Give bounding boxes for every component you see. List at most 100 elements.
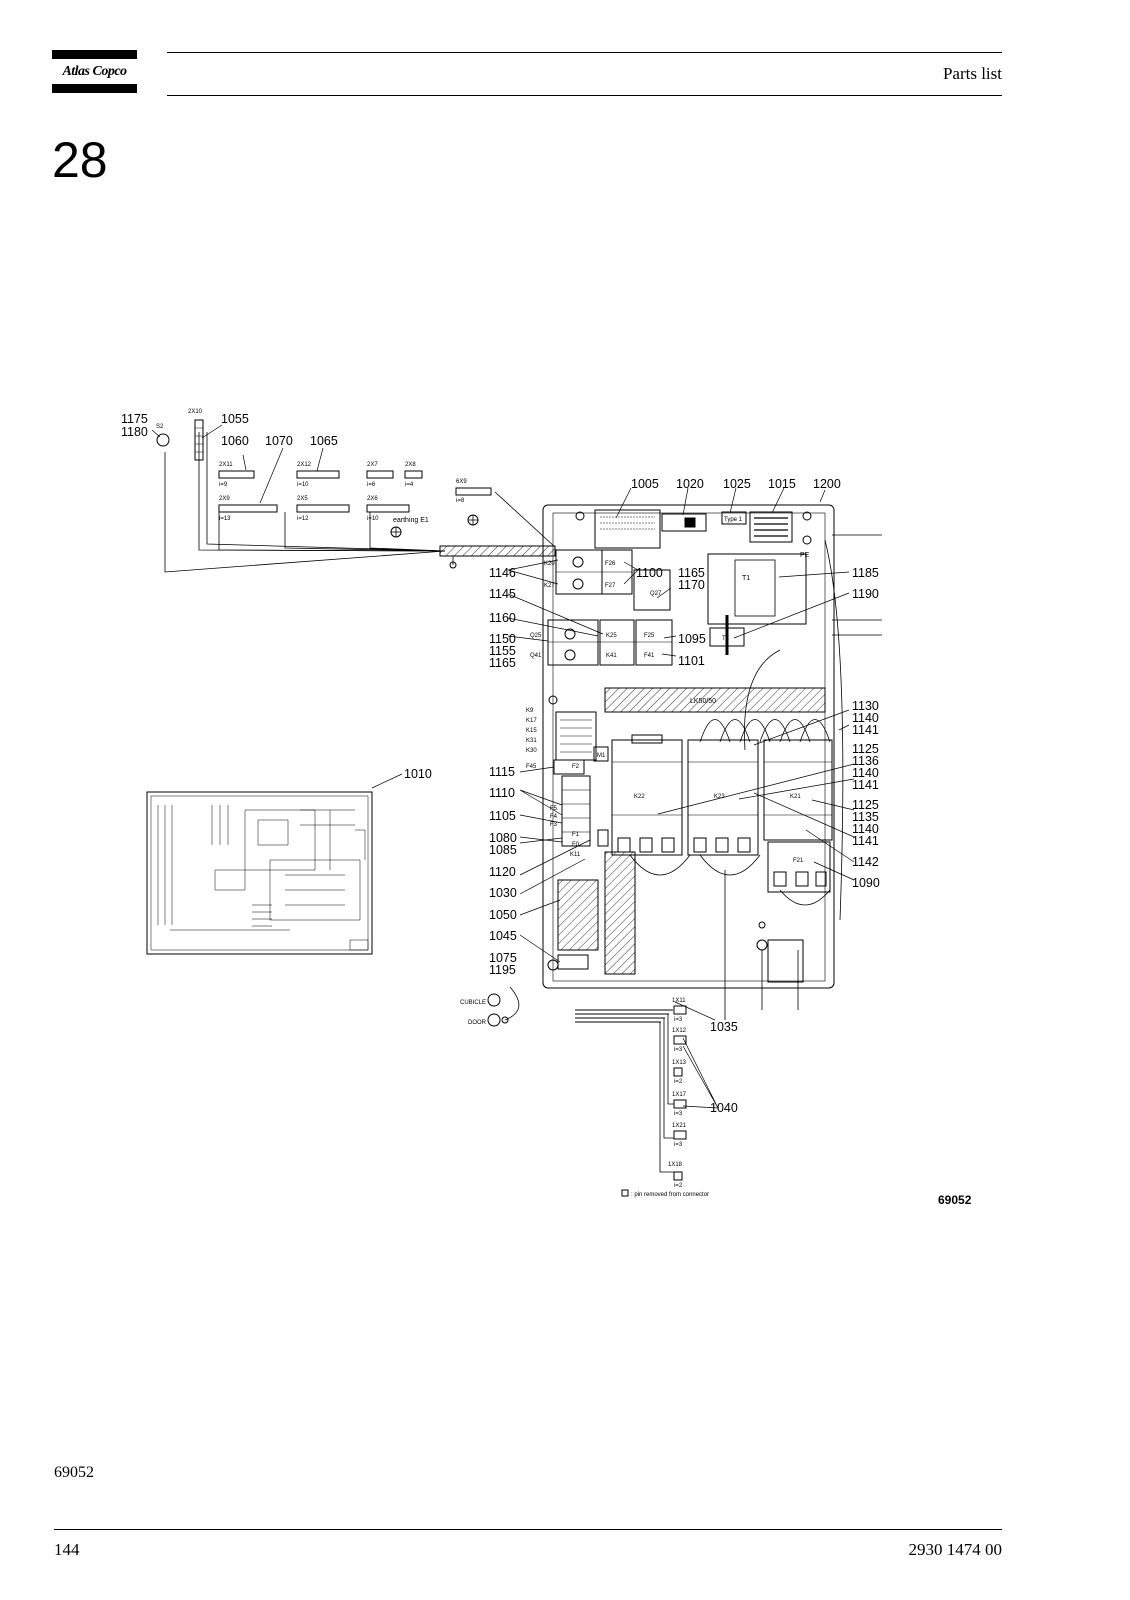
part-number: 1141 bbox=[852, 834, 879, 848]
connector-1x13 bbox=[673, 1067, 683, 1077]
label-k15: K15 bbox=[526, 728, 537, 734]
connector-2x7 bbox=[366, 470, 394, 479]
figure-reference: 69052 bbox=[54, 1464, 94, 1481]
label-k41: K41 bbox=[606, 653, 617, 659]
wiring-diagram-sheet-1010 bbox=[146, 791, 373, 955]
label-f25: F25 bbox=[644, 633, 655, 639]
label-f26: F26 bbox=[605, 561, 616, 567]
logo-text: Atlas Copco bbox=[62, 64, 127, 79]
part-number: 1185 bbox=[852, 566, 879, 580]
section-number: 28 bbox=[52, 132, 108, 188]
part-number: 1105 bbox=[489, 809, 516, 823]
label-k17: K17 bbox=[526, 718, 537, 724]
part-number: 1100 bbox=[636, 566, 663, 580]
part-number: 1141 bbox=[852, 723, 879, 737]
part-number: 1110 bbox=[489, 786, 515, 800]
label-2x7: 2X7 bbox=[367, 462, 378, 468]
label-6x9: 6X9 bbox=[456, 479, 467, 485]
label-i12: i=12 bbox=[297, 516, 309, 522]
part-number: 1175 bbox=[121, 412, 148, 426]
part-number: 1095 bbox=[678, 632, 706, 646]
part-number: 1005 bbox=[631, 477, 659, 491]
part-number: 1055 bbox=[221, 412, 249, 426]
module-1015 bbox=[749, 511, 793, 543]
label-k23: K23 bbox=[714, 794, 725, 800]
label-k20: K20 bbox=[544, 561, 555, 567]
connector-2x8 bbox=[404, 470, 423, 479]
earth-stud-icon bbox=[758, 921, 766, 929]
part-number: 1030 bbox=[489, 886, 517, 900]
label-2x10: 2X10 bbox=[188, 409, 203, 415]
label-f5: F5 bbox=[550, 806, 558, 812]
label-f1: F1 bbox=[572, 832, 580, 838]
label-2x12: 2X12 bbox=[297, 462, 312, 468]
label-k22: K22 bbox=[634, 794, 645, 800]
part-number: 1090 bbox=[852, 876, 880, 890]
fuse-f21 bbox=[767, 841, 831, 893]
part-number: 1025 bbox=[723, 477, 751, 491]
label-k27: K27 bbox=[544, 583, 555, 589]
label-cubicle: CUBICLE bbox=[460, 1000, 486, 1006]
part-number: 1142 bbox=[852, 855, 879, 869]
label-i3c: i=3 bbox=[674, 1111, 683, 1117]
document-number: 2930 1474 00 bbox=[908, 1540, 1003, 1559]
part-number: 1080 bbox=[489, 831, 517, 845]
part-number: 1180 bbox=[121, 425, 148, 439]
switch-s2-icon bbox=[156, 433, 170, 447]
fuse-f25-f41 bbox=[635, 619, 673, 666]
label-t1: T1 bbox=[742, 575, 750, 582]
label-2x8: 2X8 bbox=[405, 462, 416, 468]
label-1x12: 1X12 bbox=[672, 1028, 687, 1034]
label-1x11: 1X11 bbox=[672, 998, 686, 1004]
label-i6: i=6 bbox=[367, 482, 376, 488]
connector-1x17 bbox=[673, 1099, 687, 1109]
label-k31: K31 bbox=[526, 738, 537, 744]
relay-f45 bbox=[553, 759, 585, 775]
part-number: 1140 bbox=[852, 711, 879, 725]
label-f27: F27 bbox=[605, 583, 616, 589]
part-number: 1125 bbox=[852, 798, 879, 812]
part-number: 1145 bbox=[489, 587, 516, 601]
contactor-k22 bbox=[611, 739, 683, 856]
part-number: 1165 bbox=[489, 656, 516, 670]
label-s2: S2 bbox=[156, 424, 164, 430]
terminal-1045 bbox=[557, 954, 589, 970]
cubicle-earth-icon bbox=[487, 993, 501, 1007]
part-number: 1141 bbox=[852, 778, 879, 792]
label-k25: K25 bbox=[606, 633, 617, 639]
part-number: 1035 bbox=[710, 1020, 738, 1034]
label-i3d: i=3 bbox=[674, 1142, 683, 1148]
label-i10: i=10 bbox=[297, 482, 309, 488]
part-number: 1195 bbox=[489, 963, 516, 977]
connector-6x9 bbox=[455, 487, 492, 496]
part-number: 1060 bbox=[221, 434, 249, 448]
cable-duct-lk50 bbox=[604, 687, 826, 713]
label-1x18: 1X18 bbox=[668, 1162, 683, 1168]
connector-2x10 bbox=[194, 419, 204, 461]
part-number: 1070 bbox=[265, 434, 293, 448]
label-t2: T2 bbox=[722, 636, 730, 642]
part-number: 1140 bbox=[852, 822, 879, 836]
part-number: 1085 bbox=[489, 843, 517, 857]
module-q27 bbox=[633, 569, 671, 611]
breaker-q25-q41 bbox=[547, 619, 599, 666]
label-i8: i=8 bbox=[456, 498, 465, 504]
part-number: 1200 bbox=[813, 477, 841, 491]
label-1x17: 1X17 bbox=[672, 1092, 687, 1098]
module-1120 bbox=[597, 829, 609, 847]
part-number: 1115 bbox=[489, 765, 515, 779]
header-rule-top bbox=[167, 52, 1002, 53]
logo-bar-bottom bbox=[52, 84, 137, 93]
part-number: 1040 bbox=[710, 1101, 738, 1115]
connector-1x18 bbox=[673, 1171, 683, 1181]
part-number: 1165 bbox=[678, 566, 705, 580]
label-f4: F4 bbox=[550, 814, 558, 820]
connector-2x5 bbox=[296, 504, 350, 513]
module-1005 bbox=[594, 509, 661, 549]
connector-1x21 bbox=[673, 1130, 687, 1140]
label-f0: F0 bbox=[572, 842, 580, 848]
connector-2x11 bbox=[218, 470, 255, 479]
label-2x5: 2X5 bbox=[297, 496, 308, 502]
legend-pin-icon bbox=[621, 1189, 629, 1197]
part-number: 1050 bbox=[489, 908, 517, 922]
